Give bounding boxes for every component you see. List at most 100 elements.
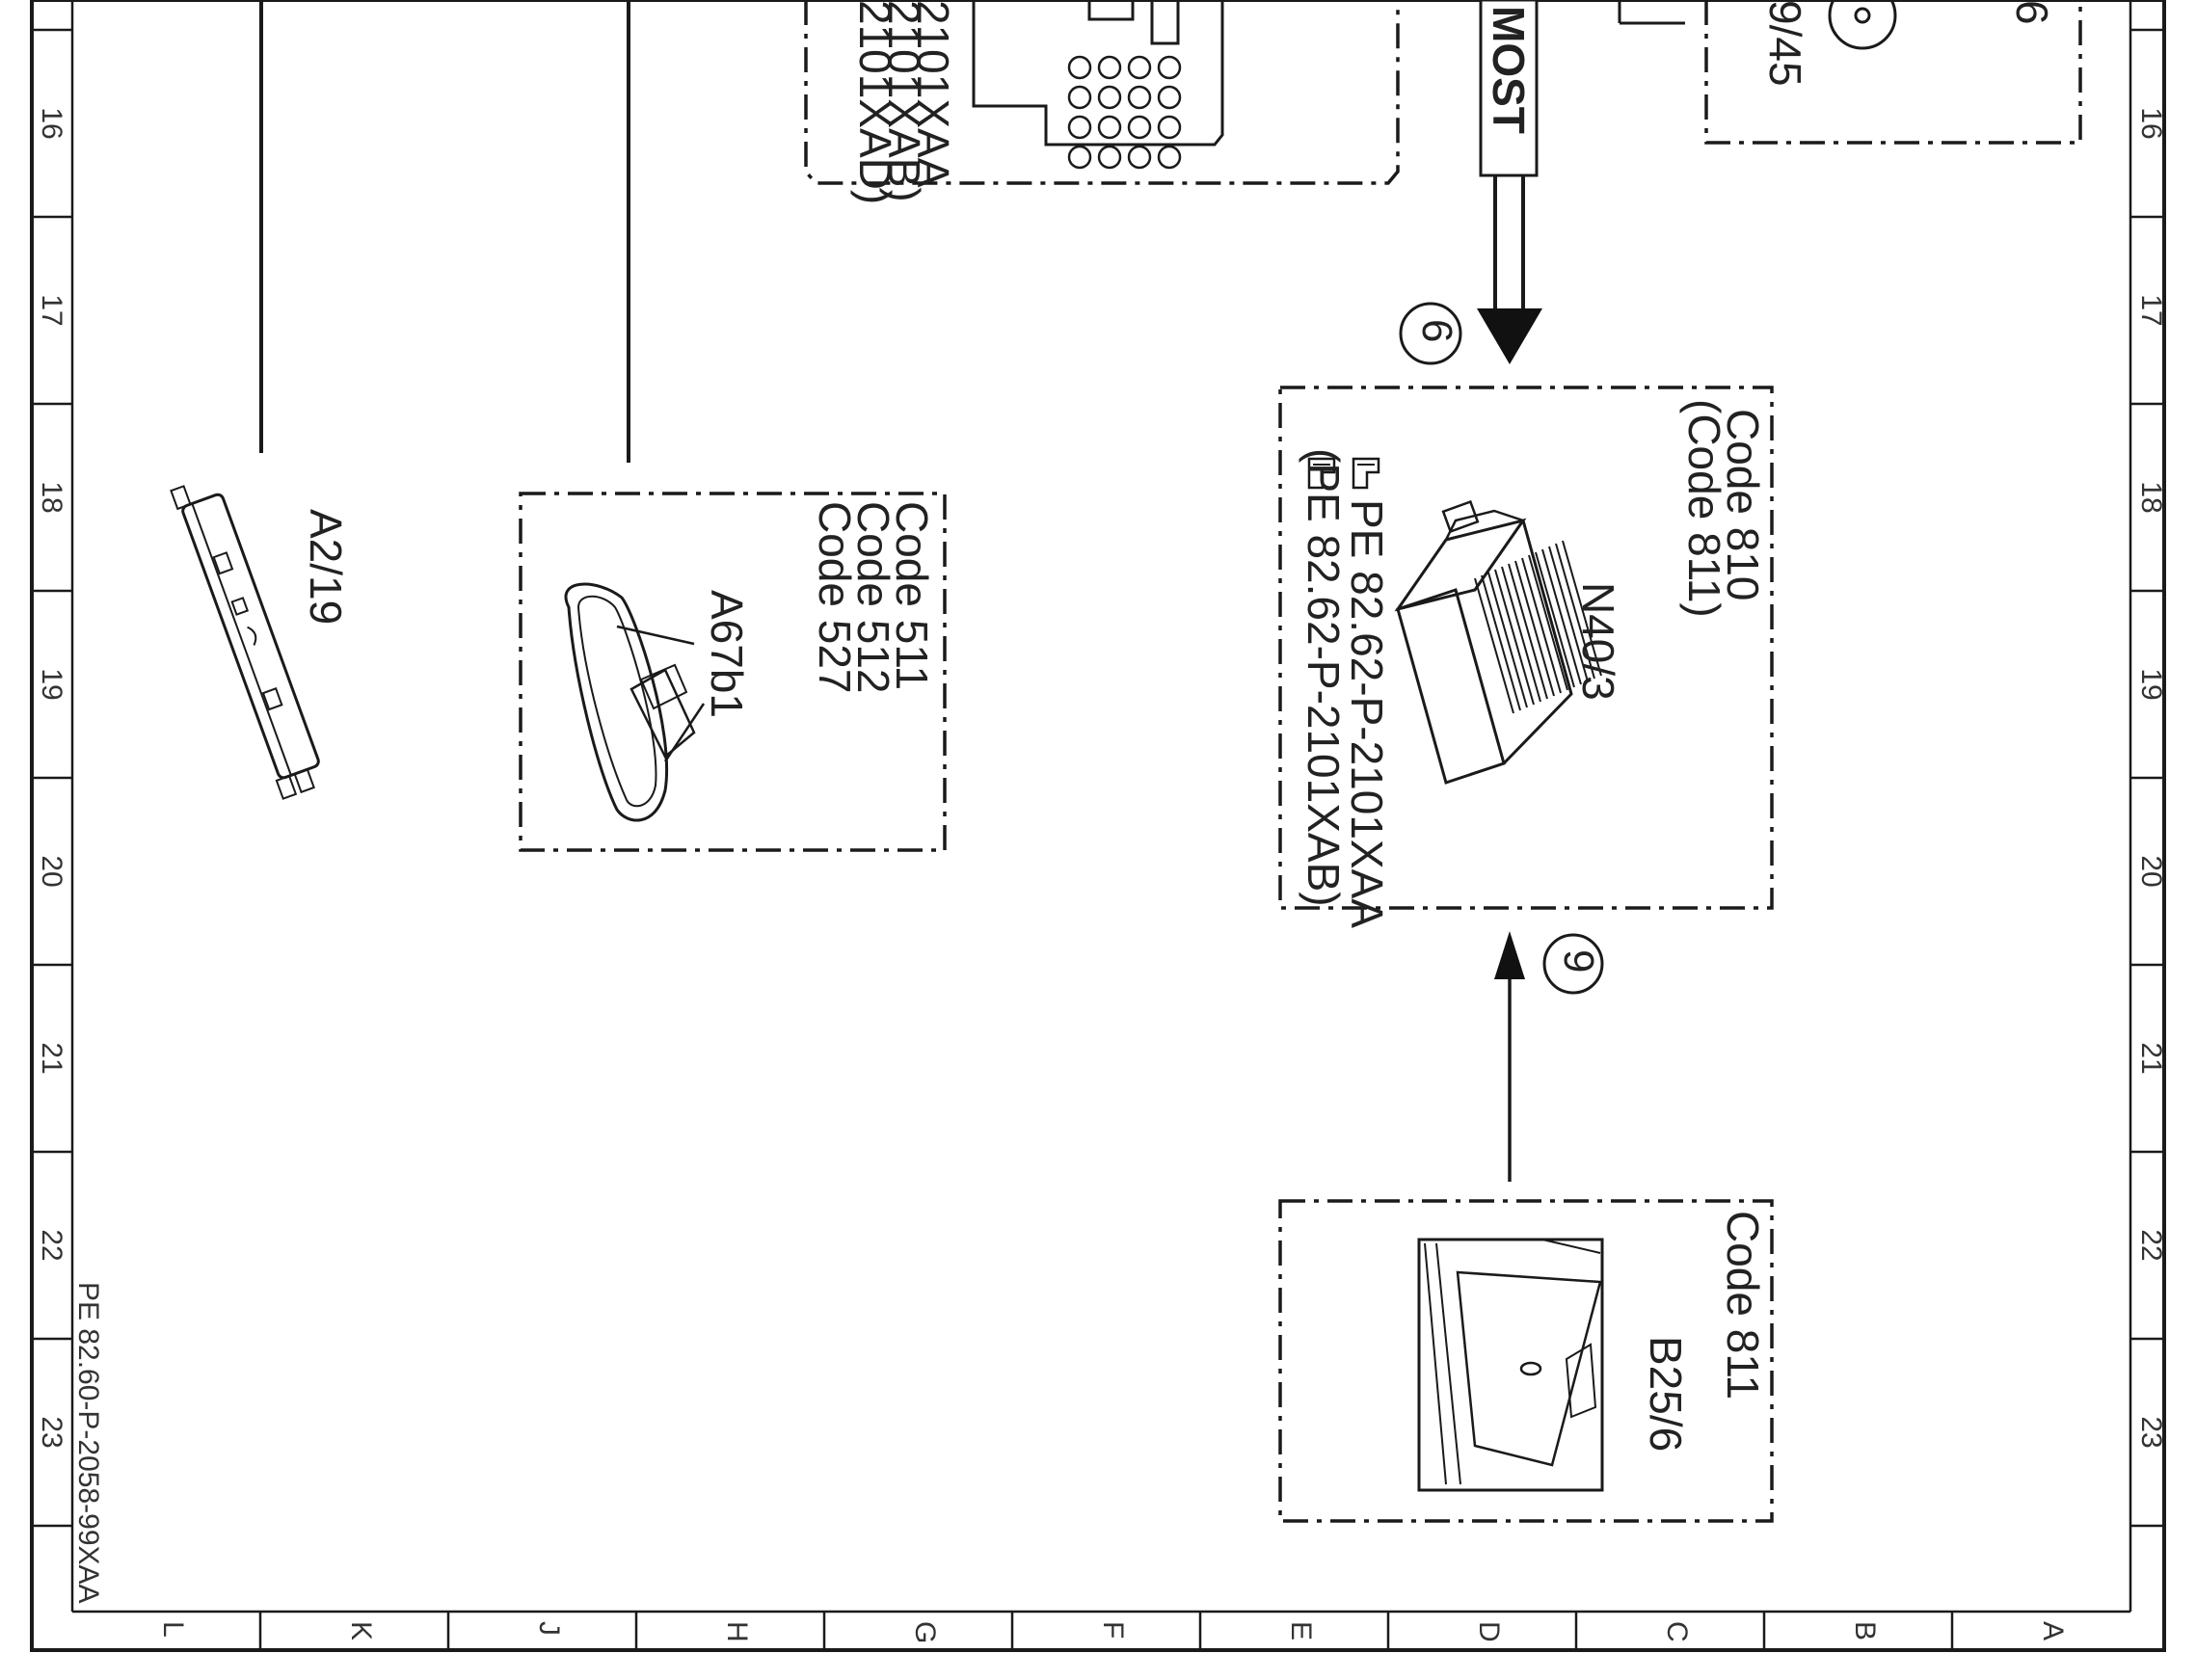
- bus-marker-circle: [1399, 302, 1462, 365]
- n40-3-code-1: Code 810: [1718, 409, 1768, 601]
- row-label: 18: [2135, 481, 2167, 513]
- rear-view-mirror-icon: [564, 582, 706, 822]
- connector-pin: [1067, 115, 1092, 140]
- heat-sink-fin: [1487, 572, 1528, 708]
- column-label: E: [1285, 1621, 1317, 1640]
- row-labels-right: 16 17 18 19 20 21 22 23: [2135, 107, 2167, 1448]
- heat-sink-fin: [1474, 577, 1514, 714]
- bus-marker-number: 6: [1413, 319, 1460, 342]
- row-label: 20: [2135, 855, 2167, 887]
- a67b1-label: A67b1: [702, 590, 752, 718]
- connector-pin: [1127, 145, 1152, 170]
- heat-sink-fin: [1501, 566, 1541, 703]
- n40-3-ref-2: (PE 82.62-P-2101XAB): [1299, 448, 1349, 907]
- component-a67b1: A67b1 Code 511 Code 512 Code 527: [519, 0, 947, 852]
- n40-3-part-icon: [1394, 499, 1602, 785]
- connector-pin: [1067, 85, 1092, 110]
- column-label: B: [1849, 1621, 1881, 1640]
- connector-pin: [1127, 55, 1152, 80]
- connector-pin: [1157, 85, 1182, 110]
- n40-3-code-2: (Code 811): [1679, 399, 1729, 618]
- connector-pin: [1127, 85, 1152, 110]
- partial-ref-1: 2101XAA: [908, 0, 958, 188]
- most-bus-label: MOST: [1484, 6, 1534, 134]
- b25-6-signal-arrow: 9: [1494, 931, 1604, 1182]
- sheet-frame: [30, 0, 2166, 1652]
- partial-component-top-right: 9/45 6: [1618, 0, 2082, 145]
- row-label: 16: [2135, 107, 2167, 139]
- row-label: 21: [2135, 1042, 2167, 1074]
- most-bus-connection: MOST 6: [1399, 0, 1542, 365]
- column-label: A: [2037, 1621, 2069, 1640]
- row-label: 21: [36, 1042, 67, 1074]
- connector-pin: [1157, 145, 1182, 170]
- connector-pin: [1157, 115, 1182, 140]
- a2-19-label: A2/19: [301, 509, 351, 625]
- column-label: K: [345, 1621, 377, 1640]
- partial-ref-2: 2101XAB): [879, 0, 929, 202]
- heat-sink-fin: [1494, 569, 1535, 706]
- partial-digit: 6: [2007, 0, 2057, 25]
- row-label: 22: [2135, 1229, 2167, 1261]
- heat-sink-fin: [1481, 574, 1521, 711]
- a67b1-code-3: Code 527: [810, 501, 860, 694]
- connector-pin: [1097, 55, 1122, 80]
- column-label: F: [1097, 1621, 1129, 1639]
- heat-sink-fin: [1528, 554, 1568, 691]
- partial-part-text: 9/45: [1760, 0, 1810, 87]
- row-label: 22: [36, 1229, 67, 1261]
- a67b1-code-2: Code 512: [848, 501, 898, 694]
- heat-sink-fin: [1541, 548, 1582, 685]
- n40-3-ref-1: PE 82.62-P-2101XAA: [1342, 499, 1392, 928]
- column-labels: L K J H G F E D C B A: [157, 1621, 2069, 1643]
- hand-pointer-icon: [1352, 457, 1380, 490]
- partial-control-unit-top: 2101XAA 2101XAB) 2101XAD): [804, 0, 1400, 204]
- connector-pin: [1127, 115, 1152, 140]
- connector-pin: [1097, 115, 1122, 140]
- signal-marker-number: 9: [1555, 949, 1602, 973]
- connector-pin: [1067, 145, 1092, 170]
- column-label: J: [533, 1621, 565, 1636]
- heat-sink-fin: [1508, 563, 1548, 700]
- most-bus-arrowhead: [1477, 308, 1542, 364]
- component-b25-6: B25/6 Code 811: [1278, 1199, 1774, 1523]
- heat-sink-fin: [1548, 546, 1589, 682]
- connector-pin: [1157, 55, 1182, 80]
- row-label: 20: [36, 855, 67, 887]
- row-label: 18: [36, 481, 67, 513]
- column-label: G: [909, 1621, 941, 1643]
- heat-sink-fin: [1514, 560, 1555, 697]
- heat-sink-fin: [1535, 551, 1575, 688]
- heat-sink-fin: [1562, 540, 1602, 677]
- b25-6-code: Code 811: [1718, 1211, 1768, 1400]
- column-label: C: [1661, 1621, 1693, 1642]
- b25-6-label: B25/6: [1641, 1336, 1691, 1452]
- column-label: H: [721, 1621, 753, 1642]
- heat-sink-fin: [1521, 557, 1562, 694]
- component-a2-19: A2/19: [170, 0, 351, 800]
- row-labels-left: 16 17 18 19 20 21 22 23: [36, 107, 67, 1448]
- a67b1-code-1: Code 511: [887, 501, 937, 690]
- connector-pin: [1097, 145, 1122, 170]
- heat-sink-fin: [1555, 543, 1595, 680]
- b25-6-part-icon: [1417, 1238, 1604, 1492]
- partial-ref-3: 2101XAD): [850, 0, 900, 204]
- row-label: 23: [2135, 1416, 2167, 1448]
- column-label: L: [157, 1621, 189, 1638]
- component-n40-3: N40/3 Code 810 (Code 811) PE 82.62-P-210…: [1278, 386, 1774, 928]
- row-label: 17: [2135, 294, 2167, 326]
- a2-19-part-icon: [170, 485, 320, 800]
- document-reference: PE 82.60-P-2058-99XAA: [72, 1282, 104, 1604]
- row-label: 19: [36, 668, 67, 700]
- signal-marker-circle: [1542, 933, 1604, 995]
- row-label: 23: [36, 1416, 67, 1448]
- row-label: 17: [36, 294, 67, 326]
- row-label: 16: [36, 107, 67, 139]
- n40-3-label: N40/3: [1573, 582, 1623, 701]
- column-label: D: [1473, 1621, 1505, 1642]
- connector-pin: [1097, 85, 1122, 110]
- row-label: 19: [2135, 668, 2167, 700]
- hand-pointer-icon: [1307, 457, 1336, 490]
- connector-pin: [1067, 55, 1092, 80]
